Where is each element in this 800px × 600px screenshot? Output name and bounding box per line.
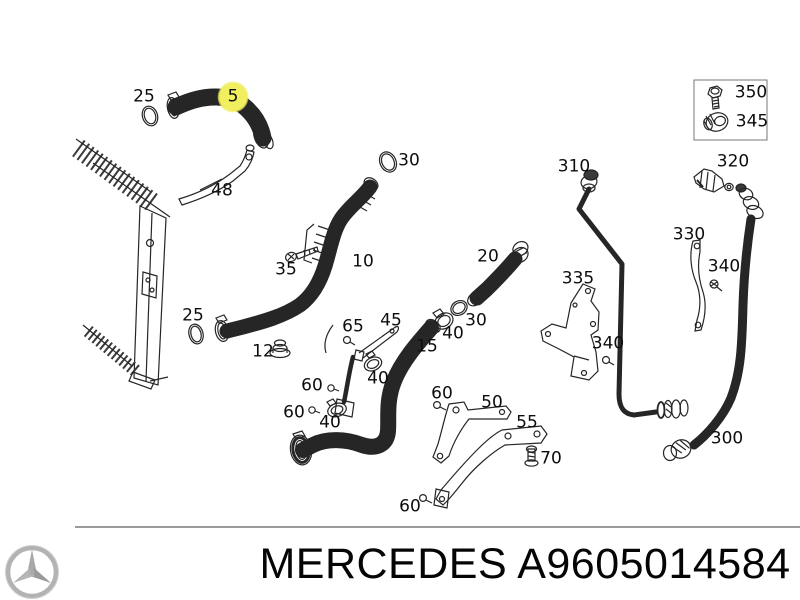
bolt-35-drawing — [285, 246, 319, 263]
pipe-300-drawing — [662, 183, 764, 462]
part-label-45: 45 — [380, 310, 402, 331]
bolt-60-c-drawing — [433, 401, 447, 411]
part-label-60-a: 60 — [301, 375, 323, 396]
part-label-300: 300 — [710, 428, 744, 449]
bracket-330-drawing — [690, 239, 706, 332]
bracket-48-drawing — [178, 144, 255, 206]
fitting-320-drawing — [693, 168, 734, 193]
part-label-5: 5 — [217, 81, 249, 113]
pipe-310-drawing — [576, 169, 689, 419]
part-label-48: 48 — [211, 180, 233, 201]
part-label-30-top: 30 — [398, 150, 420, 171]
part-label-20: 20 — [477, 246, 499, 267]
part-label-60-b: 60 — [283, 402, 305, 423]
clamp-40-mid-drawing — [432, 308, 454, 330]
hose-5-drawing — [166, 88, 274, 150]
part-label-25-top: 25 — [133, 86, 155, 107]
part-label-335: 335 — [561, 268, 595, 289]
part-label-345: 345 — [735, 111, 769, 132]
part-label-40-a: 40 — [442, 323, 464, 344]
part-label-350: 350 — [734, 82, 768, 103]
part-label-310: 310 — [557, 156, 591, 177]
part-label-320: 320 — [716, 151, 750, 172]
part-label-35: 35 — [275, 259, 297, 280]
bolt-340-a-drawing — [709, 279, 723, 292]
part-label-340-b: 340 — [591, 333, 625, 354]
o-ring-30-top — [378, 151, 398, 173]
mercedes-star-icon — [5, 545, 59, 599]
bolt-60-d-drawing — [419, 494, 433, 504]
pipe-10-drawing — [214, 177, 379, 354]
part-label-12: 12 — [252, 341, 274, 362]
o-ring-25-left — [188, 323, 204, 345]
o-ring-25-top — [141, 105, 159, 127]
pipe-15-drawing — [289, 318, 441, 466]
legend-box — [693, 79, 768, 141]
bracket-50-drawing — [432, 401, 512, 464]
part-label-15: 15 — [416, 336, 438, 357]
part-label-10: 10 — [352, 251, 374, 272]
bolt-60-a-drawing — [327, 384, 335, 392]
part-label-40-c: 40 — [319, 412, 341, 433]
o-ring-30-mid — [450, 299, 468, 317]
footer-divider — [75, 526, 800, 528]
brand-part-number-text: MERCEDES A9605014584 — [259, 540, 791, 588]
part-label-60-c: 60 — [431, 383, 453, 404]
bracket-335-drawing — [540, 283, 600, 381]
part-label-30-mid: 30 — [465, 310, 487, 331]
hex-bolt-icon — [707, 85, 723, 110]
part-label-60-d: 60 — [399, 496, 421, 517]
part-label-40-b: 40 — [367, 368, 389, 389]
pipe-20-drawing — [467, 240, 529, 307]
grommet-12-drawing — [269, 339, 291, 359]
plug-cap-icon — [703, 112, 729, 132]
part-label-50: 50 — [481, 392, 503, 413]
part-label-55: 55 — [516, 412, 538, 433]
bolt-70-drawing — [524, 445, 539, 467]
part-label-25-left: 25 — [182, 305, 204, 326]
part-label-330: 330 — [672, 224, 706, 245]
diagram-line-art — [72, 79, 768, 509]
bolt-340-b-drawing — [601, 355, 615, 366]
part-label-65: 65 — [342, 316, 364, 337]
bracket-55-drawing — [433, 425, 548, 509]
bracket-45-assembly-drawing — [308, 326, 400, 418]
radiator-drawing — [72, 138, 171, 390]
part-label-70: 70 — [540, 448, 562, 469]
bolt-60-b-drawing — [308, 406, 316, 414]
footer: MERCEDES A9605014584 — [0, 520, 800, 600]
part-label-340-a: 340 — [707, 256, 741, 277]
